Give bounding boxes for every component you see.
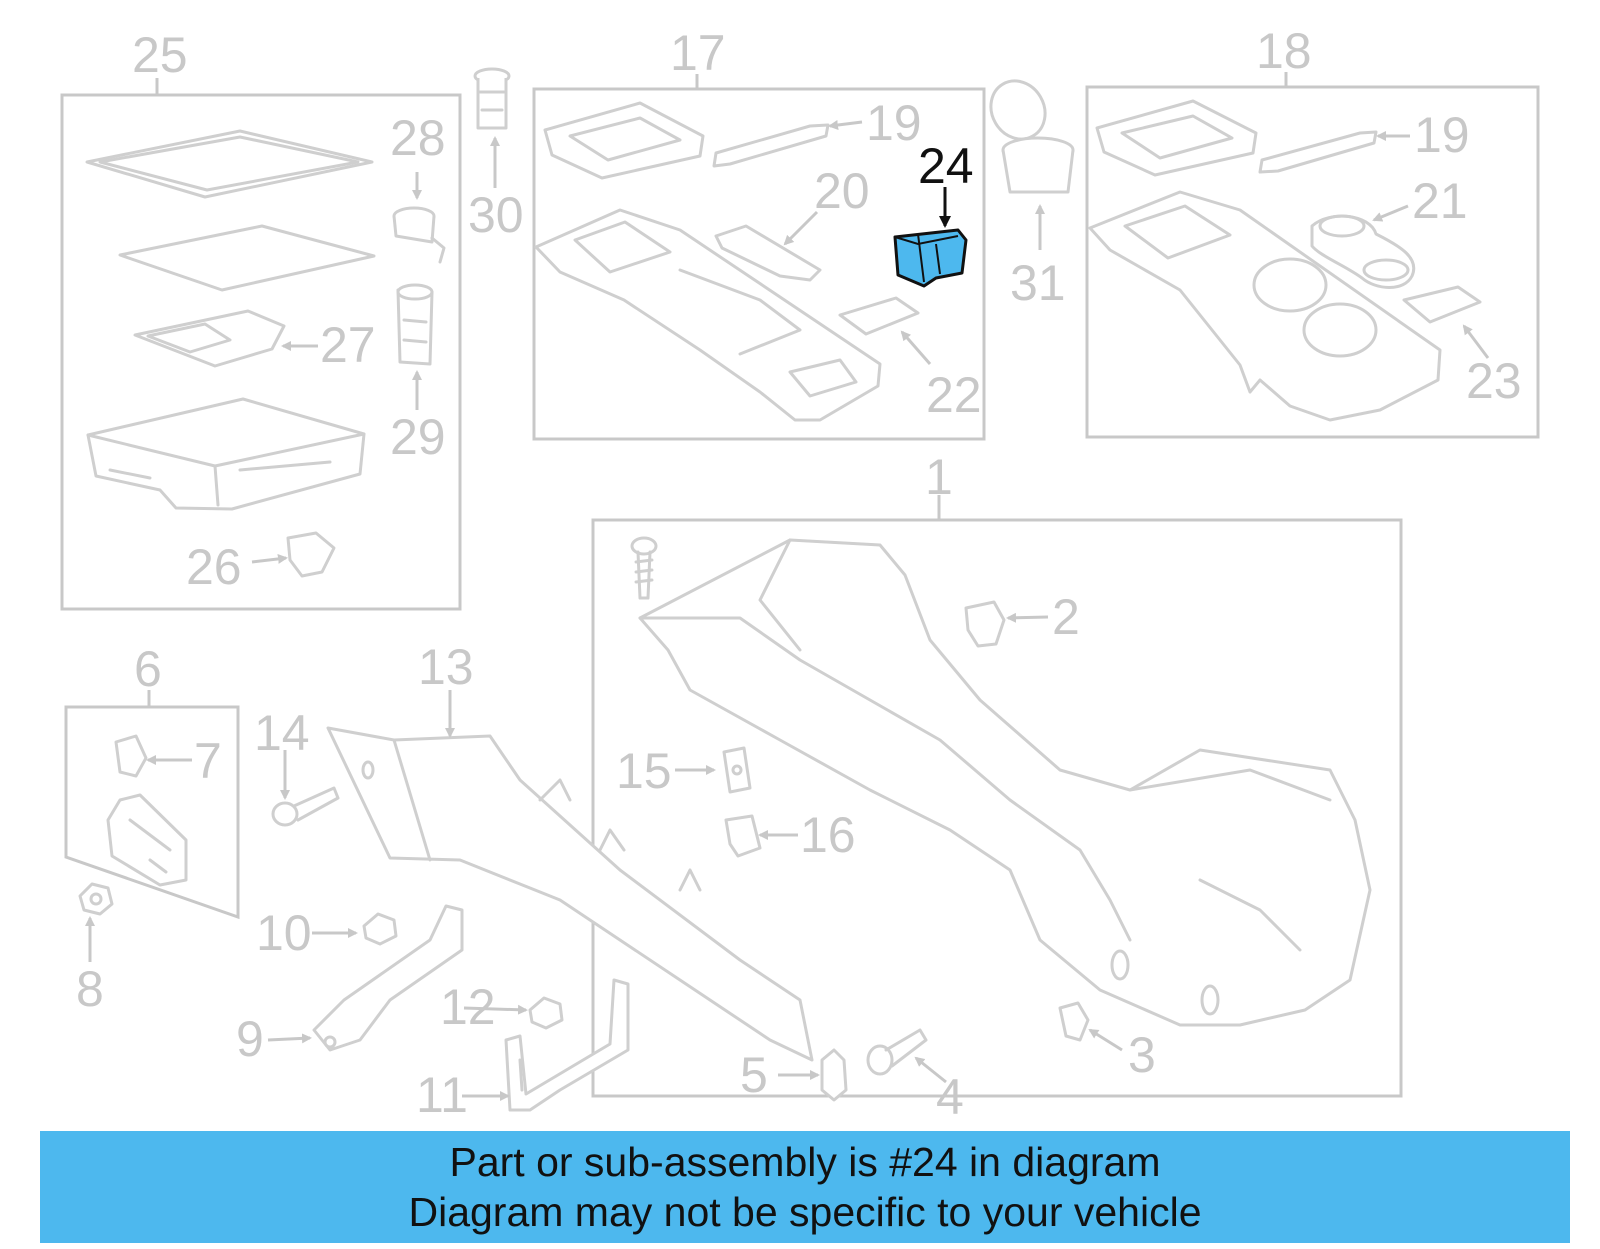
insert-21-part (1310, 214, 1416, 289)
info-banner: Part or sub-assembly is #24 in diagram D… (40, 1131, 1570, 1243)
label-6: 6 (134, 641, 162, 697)
label-14: 14 (254, 705, 310, 761)
socket-28-part (392, 206, 446, 264)
label-29: 29 (390, 409, 446, 465)
label-20: 20 (814, 163, 870, 219)
label-8: 8 (76, 961, 104, 1017)
label-4: 4 (936, 1069, 964, 1125)
armrest-pad-part (118, 224, 376, 292)
cupholder-31-part (989, 79, 1075, 194)
side-panel-13-part (326, 726, 814, 1062)
console-panel-17-part (534, 208, 882, 422)
group-box-6 (64, 705, 240, 920)
plug-30-part (473, 67, 511, 130)
label-1: 1 (925, 449, 953, 505)
group-box-17 (532, 87, 986, 441)
label-11: 11 (416, 1067, 468, 1123)
label-27: 27 (320, 317, 376, 373)
group-box-25 (60, 93, 462, 611)
label-13: 13 (418, 639, 474, 695)
mat-23-part (1402, 285, 1482, 324)
console-panel-18-part (1088, 190, 1442, 422)
storage-bin-part (86, 397, 366, 511)
clip-3-part (1058, 1001, 1090, 1042)
label-18: 18 (1256, 23, 1312, 79)
screw-1-part (630, 536, 658, 600)
label-15: 15 (616, 743, 672, 799)
label-10: 10 (256, 905, 312, 961)
nut-12-part (528, 996, 564, 1030)
highlighted-part-24 (893, 228, 968, 288)
label-22: 22 (926, 367, 982, 423)
bracket-6-part (106, 793, 188, 887)
clip-7-part (114, 734, 148, 778)
label-21: 21 (1412, 173, 1468, 229)
label-23: 23 (1466, 353, 1522, 409)
clip-2-part (964, 600, 1006, 648)
clip-26-part (286, 531, 336, 578)
bracket-11-part (504, 978, 630, 1112)
label-16: 16 (800, 807, 856, 863)
trim-strip-19b-part (1258, 130, 1378, 174)
group-box-18 (1085, 85, 1540, 439)
label-31: 31 (1010, 255, 1066, 311)
armrest-lid-part (85, 129, 374, 199)
label-3: 3 (1128, 1027, 1156, 1083)
mat-22-part (838, 296, 920, 336)
nut-8-part (78, 882, 114, 916)
clip-16-part (724, 814, 762, 858)
label-7: 7 (194, 733, 222, 789)
seal-20-part (714, 224, 822, 282)
nut-10-part (362, 912, 398, 946)
label-28: 28 (390, 110, 446, 166)
label-12: 12 (440, 979, 496, 1035)
mat-27-part (133, 309, 286, 368)
label-19b: 19 (1414, 107, 1470, 163)
banner-line-2: Diagram may not be specific to your vehi… (408, 1189, 1202, 1235)
label-9: 9 (236, 1011, 264, 1067)
label-25: 25 (132, 27, 188, 83)
bracket-9-part (312, 904, 464, 1052)
console-body-1-part (638, 538, 1372, 1027)
trim-strip-19a-part (712, 123, 830, 168)
bezel-18-part (1095, 99, 1258, 177)
label-26: 26 (186, 539, 242, 595)
bezel-17-part (543, 101, 705, 180)
label-17: 17 (670, 25, 726, 81)
pin-5-part (820, 1048, 848, 1102)
label-24: 24 (918, 138, 974, 194)
bolt-14-part (271, 786, 340, 827)
screw-4-part (866, 1028, 928, 1076)
label-5: 5 (740, 1047, 768, 1103)
label-19a: 19 (866, 95, 922, 151)
label-30: 30 (468, 187, 524, 243)
clip-15-part (722, 746, 752, 794)
socket-29-part (396, 283, 434, 366)
banner-line-1: Part or sub-assembly is #24 in diagram (449, 1139, 1161, 1185)
label-2: 2 (1052, 589, 1080, 645)
group-box-1 (591, 518, 1403, 1098)
